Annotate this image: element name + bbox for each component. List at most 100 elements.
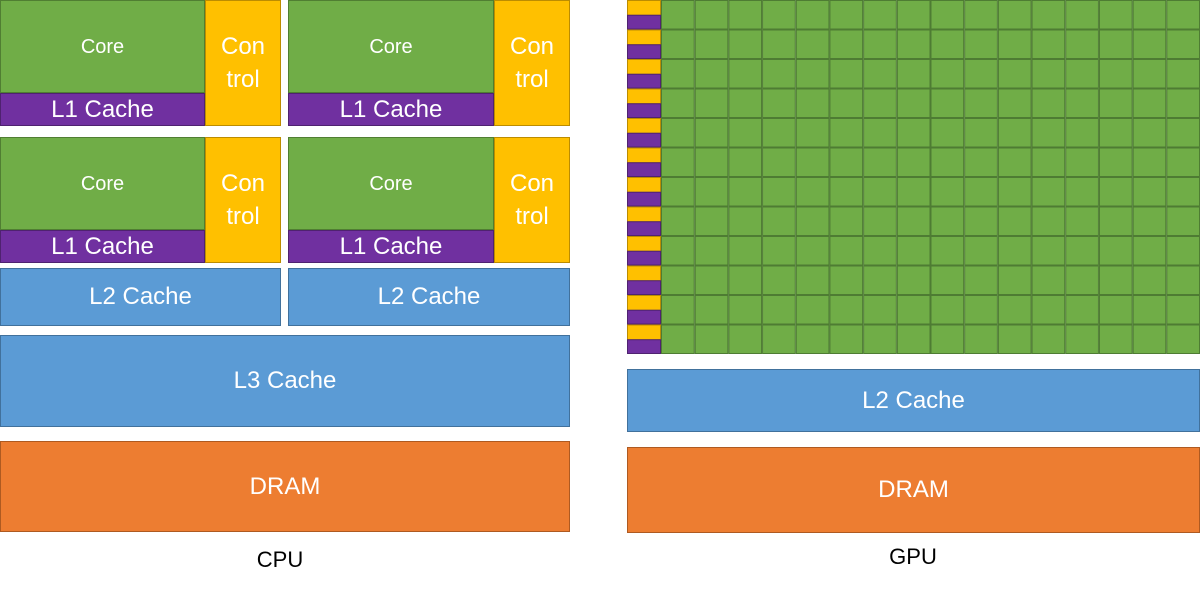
gpu-core-cell (1031, 177, 1066, 207)
cpu-control-4-line-1: Con (509, 170, 555, 197)
gpu-core-cell (896, 0, 931, 30)
cpu-l1-cache-4-label: L1 Cache (339, 232, 443, 260)
gpu-core-cell (728, 88, 763, 118)
gpu-core-cell (829, 118, 864, 148)
gpu-core-cell (1098, 147, 1133, 177)
cpu-control-2: Con trol (494, 0, 570, 126)
gpu-l1-cache-unit (627, 162, 661, 177)
gpu-core-cell (829, 324, 864, 354)
gpu-core-cell (728, 295, 763, 325)
gpu-core-cell (964, 265, 998, 295)
cpu-control-2-line-1: Con (509, 33, 555, 60)
gpu-core-cell (1098, 265, 1133, 295)
cpu-control-3: Con trol (205, 137, 281, 263)
cpu-l2-cache-2: L2 Cache (288, 268, 570, 326)
gpu-core-cell (1065, 324, 1099, 354)
gpu-core-cell (728, 0, 763, 30)
gpu-core-cell (728, 206, 763, 236)
gpu-core-cell (829, 147, 864, 177)
gpu-core-cell (762, 236, 796, 266)
gpu-core-cell (1065, 88, 1099, 118)
gpu-core-cell (1031, 295, 1066, 325)
gpu-core-cell (1132, 29, 1167, 59)
cpu-control-1-line-2: trol (226, 66, 260, 93)
gpu-core-cell (795, 0, 830, 30)
gpu-core-cell (930, 236, 965, 266)
gpu-core-cell (1065, 265, 1099, 295)
gpu-core-cell (661, 0, 695, 30)
cpu-l1-cache-1-label: L1 Cache (51, 95, 154, 123)
cpu-core-4: Core (288, 137, 494, 230)
gpu-core-cell (1065, 295, 1099, 325)
cpu-l1-cache-1: L1 Cache (0, 93, 205, 126)
gpu-core-cell (661, 59, 695, 89)
gpu-core-cell (728, 177, 763, 207)
gpu-core-cell (1098, 29, 1133, 59)
gpu-core-cell (896, 295, 931, 325)
gpu-core-cell (930, 206, 965, 236)
gpu-core-cell (1098, 59, 1133, 89)
gpu-core-cell (762, 147, 796, 177)
gpu-core-cell (896, 324, 931, 354)
gpu-core-cell (1098, 295, 1133, 325)
gpu-control-unit (627, 265, 661, 282)
gpu-core-cell (997, 324, 1032, 354)
gpu-l1-cache-unit (627, 250, 661, 266)
gpu-core-cell (694, 177, 729, 207)
gpu-core-cell (795, 88, 830, 118)
gpu-core-cell (661, 88, 695, 118)
gpu-control-unit (627, 88, 661, 105)
gpu-core-cell (1166, 88, 1200, 118)
gpu-core-cell (1166, 324, 1200, 354)
gpu-l1-cache-unit (627, 280, 661, 295)
gpu-core-cell (1065, 0, 1099, 30)
gpu-core-cell (964, 177, 998, 207)
gpu-control-unit (627, 59, 661, 75)
gpu-core-cell (762, 295, 796, 325)
gpu-control-unit (627, 147, 661, 164)
gpu-core-cell (997, 88, 1032, 118)
gpu-core-cell (795, 295, 830, 325)
gpu-core-cell (1098, 118, 1133, 148)
gpu-core-cell (930, 147, 965, 177)
cpu-dram: DRAM (0, 441, 570, 532)
gpu-core-cell (997, 29, 1032, 59)
cpu-l2-cache-1: L2 Cache (0, 268, 281, 326)
gpu-core-cell (863, 177, 897, 207)
cpu-caption: CPU (256, 547, 304, 572)
gpu-core-cell (863, 59, 897, 89)
gpu-core-cell (1132, 324, 1167, 354)
gpu-control-unit (627, 118, 661, 134)
gpu-l2-cache: L2 Cache (627, 369, 1200, 432)
cpu-control-4: Con trol (494, 137, 570, 263)
gpu-core-cell (829, 236, 864, 266)
gpu-core-cell (661, 177, 695, 207)
gpu-core-cell (930, 265, 965, 295)
gpu-core-cell (930, 118, 965, 148)
cpu-control-4-line-2: trol (515, 203, 549, 230)
gpu-core-cell (930, 0, 965, 30)
gpu-core-cell (896, 29, 931, 59)
gpu-l1-cache-unit (627, 221, 661, 236)
gpu-core-cell (896, 177, 931, 207)
gpu-core-cell (661, 295, 695, 325)
gpu-core-cell (896, 59, 931, 89)
gpu-l1-cache-unit (627, 44, 661, 59)
gpu-core-cell (863, 295, 897, 325)
cpu-l1-cache-2-label: L1 Cache (339, 95, 443, 123)
gpu-core-cell (1132, 265, 1167, 295)
gpu-core-cell (1166, 177, 1200, 207)
cpu-l3-cache: L3 Cache (0, 335, 570, 427)
gpu-core-cell (964, 206, 998, 236)
gpu-core-cell (1031, 236, 1066, 266)
gpu-l1-cache-unit (627, 103, 661, 118)
gpu-core-cell (1132, 236, 1167, 266)
cpu-core-4-label: Core (369, 172, 413, 195)
gpu-core-cell (896, 265, 931, 295)
gpu-core-cell (762, 0, 796, 30)
gpu-dram-label: DRAM (878, 476, 949, 503)
gpu-core-cell (694, 206, 729, 236)
cpu-core-3-label: Core (80, 172, 125, 195)
gpu-core-cell (930, 177, 965, 207)
